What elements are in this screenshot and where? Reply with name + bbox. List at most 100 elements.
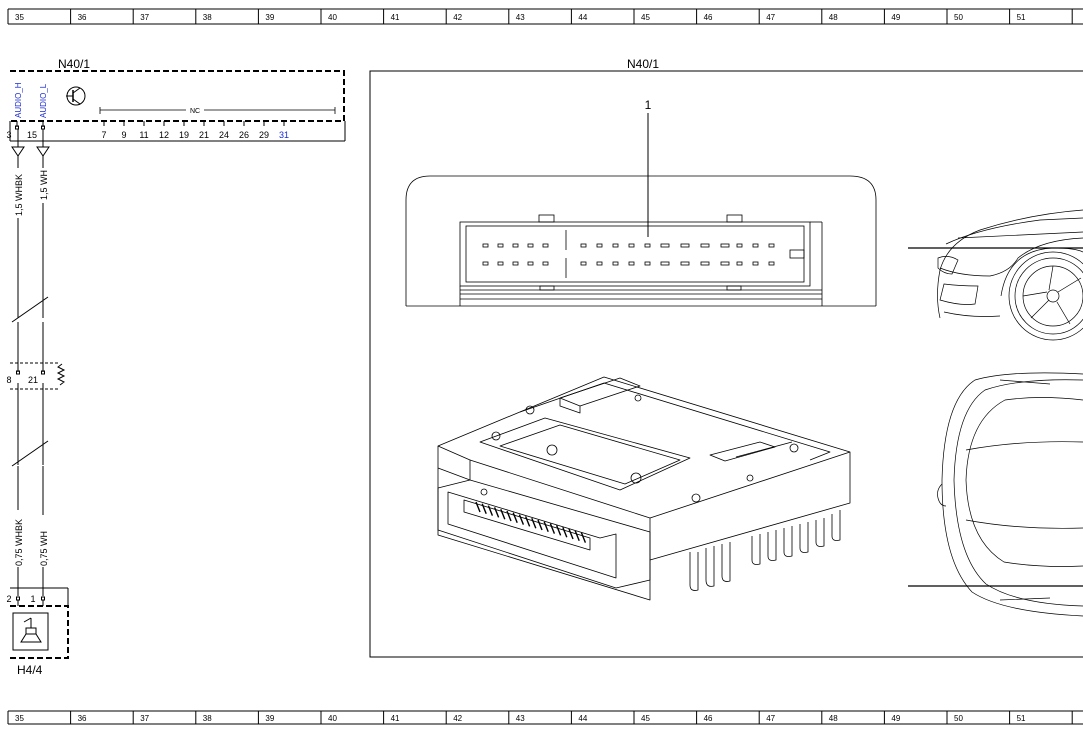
- ruler-bottom-label-44: 44: [578, 714, 587, 723]
- pin-slot: [482, 243, 489, 248]
- ruler-top-label-47: 47: [766, 13, 775, 22]
- ruler-bottom-label-40: 40: [328, 714, 337, 723]
- wire-pair: [11, 129, 50, 596]
- module-pin: [543, 521, 549, 533]
- speaker-label: H4/4: [17, 663, 43, 677]
- module-isometric-view: [437, 376, 851, 601]
- pin-number-audio-l: 15: [27, 130, 37, 140]
- nc-pin-number: 7: [101, 130, 106, 140]
- nc-pin-number: 26: [239, 130, 249, 140]
- ruler-top-label-39: 39: [265, 13, 274, 22]
- nc-pin-number: 21: [199, 130, 209, 140]
- nc-pin-number: 31: [279, 130, 289, 140]
- component-view-title: N40/1: [627, 57, 659, 71]
- pin-slot: [596, 261, 603, 266]
- nc-pin-number: 24: [219, 130, 229, 140]
- connector-pin-1: 8: [6, 375, 11, 385]
- pin-slot: [680, 261, 690, 266]
- nc-pin-number: 11: [139, 130, 148, 140]
- connector-pin-2: 21: [28, 375, 38, 385]
- ruler-bottom-label-39: 39: [265, 714, 274, 723]
- module-pin: [549, 523, 556, 534]
- module-pin: [555, 525, 562, 536]
- nc-pin-number: 29: [259, 130, 269, 140]
- ruler-bottom-label-48: 48: [829, 714, 838, 723]
- pin-slot: [644, 261, 651, 266]
- pin-slot: [512, 243, 519, 248]
- schematic-module-label: N40/1: [58, 57, 90, 71]
- ruler-top-label-36: 36: [78, 13, 87, 22]
- module-pin: [506, 510, 512, 522]
- module-pin: [493, 507, 500, 518]
- transistor-icon: [66, 86, 86, 106]
- ruler-bottom-label-37: 37: [140, 714, 149, 723]
- pin-slot: [580, 261, 587, 266]
- module-pin: [574, 530, 580, 542]
- ruler-top-label-50: 50: [954, 13, 963, 22]
- pin-number-audio-h: 3: [6, 130, 11, 140]
- module-pin: [580, 532, 587, 543]
- module-pin: [487, 505, 494, 516]
- module-pin: [568, 528, 574, 540]
- pin-slot: [752, 243, 759, 248]
- ruler-top-label-38: 38: [203, 13, 212, 22]
- ruler-top-label-48: 48: [829, 13, 838, 22]
- pin-slot: [612, 243, 619, 248]
- pin-slot: [612, 261, 619, 266]
- pin-slot: [497, 261, 504, 266]
- speaker-icon: [20, 617, 42, 643]
- pin-slot: [736, 261, 743, 266]
- pin-slot: [527, 243, 534, 248]
- inline-connector: [10, 362, 66, 390]
- ruler-top-label-42: 42: [453, 13, 462, 22]
- ruler-bottom-label-36: 36: [78, 714, 87, 723]
- ruler-top-label-49: 49: [891, 13, 900, 22]
- pin-slot: [542, 243, 549, 248]
- ruler-bottom-label-42: 42: [453, 714, 462, 723]
- ruler-top-label-40: 40: [328, 13, 337, 22]
- ruler-bottom-label-38: 38: [203, 714, 212, 723]
- module-pin: [524, 516, 531, 527]
- pin-slot: [736, 243, 743, 248]
- ruler-top-label-51: 51: [1017, 13, 1026, 22]
- connector-pin-slots: [482, 243, 775, 266]
- module-pin: [500, 508, 506, 520]
- wire-label-upper-1: 1,5 WHBK: [14, 174, 24, 216]
- pin-slot: [700, 243, 710, 248]
- nc-pin-number: 9: [121, 130, 126, 140]
- ruler-top-label-45: 45: [641, 13, 650, 22]
- pin-slot: [720, 243, 730, 248]
- module-pin: [537, 519, 543, 531]
- ruler-top-label-37: 37: [140, 13, 149, 22]
- ruler-top-label-46: 46: [704, 13, 713, 22]
- pin-slot: [752, 261, 759, 266]
- nc-pin-numbers: 7 9 11 12 19 21 24 26 29 31: [101, 130, 289, 140]
- pin-slot: [482, 261, 489, 266]
- ruler-bottom-label-41: 41: [391, 714, 400, 723]
- pin-slot: [512, 261, 519, 266]
- ruler-top-label-44: 44: [578, 13, 587, 22]
- module-pin: [531, 517, 537, 529]
- pin-slot: [700, 261, 710, 266]
- ruler-bottom-label-49: 49: [891, 714, 900, 723]
- ruler-bottom-label-50: 50: [954, 714, 963, 723]
- ruler-bottom-label-43: 43: [516, 714, 525, 723]
- pin-slot: [542, 261, 549, 266]
- ruler-top-label-41: 41: [391, 13, 400, 22]
- component-view-panel: N40/1 1: [369, 57, 1083, 658]
- module-pin: [562, 526, 568, 538]
- ruler-top-label-35: 35: [15, 13, 24, 22]
- speaker-component: [10, 587, 69, 659]
- pin-slot: [644, 243, 651, 248]
- vehicle-top-view: [908, 372, 1083, 617]
- module-pin: [481, 503, 487, 515]
- pin-slot: [680, 243, 690, 248]
- pin-slot: [660, 243, 670, 248]
- connector-front-view: [405, 175, 877, 307]
- module-pin-row: [475, 501, 587, 543]
- nc-label: NC: [190, 108, 200, 115]
- nc-pin-number: 19: [179, 130, 189, 140]
- nc-pin-number: 12: [159, 130, 169, 140]
